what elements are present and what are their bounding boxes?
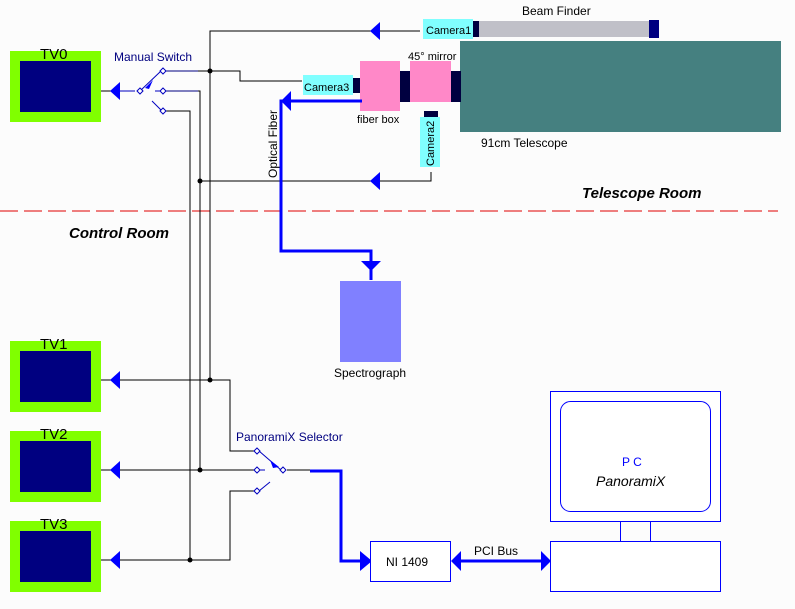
camera3-label: Camera3: [304, 82, 349, 94]
control-room-label: Control Room: [69, 225, 169, 242]
tv0-monitor: TV0: [10, 46, 101, 122]
tv0-label: TV0: [40, 46, 68, 63]
tv2-label: TV2: [40, 426, 68, 443]
ni-1409-label: NI 1409: [386, 555, 428, 569]
beam-finder-label: Beam Finder: [522, 4, 591, 18]
beam-finder-connector: [473, 21, 479, 37]
tv3-monitor: TV3: [10, 516, 101, 592]
mirror-box: [410, 61, 451, 102]
arrow-camera2: [370, 172, 380, 190]
pci-arrow-right: [541, 551, 551, 571]
tv1-label: TV1: [40, 336, 68, 353]
fiberbox-mirror-connector: [400, 71, 410, 102]
spectrograph: [340, 281, 401, 362]
arrow-tv2: [110, 461, 120, 479]
telescope-label: 91cm Telescope: [481, 136, 568, 150]
pci-arrow-left: [451, 551, 461, 571]
pc-software-label: PanoramiX: [596, 473, 666, 489]
camera1: [423, 19, 473, 39]
fiber-box-label: fiber box: [357, 114, 400, 126]
tv2-monitor: TV2: [10, 426, 101, 502]
arrow-fiber-out: [281, 91, 291, 111]
camera3-connector: [353, 78, 360, 93]
arrow-tv3: [110, 551, 120, 569]
pc-label: P C: [622, 455, 642, 469]
optical-fiber: [279, 99, 373, 280]
signal-arrows: [110, 22, 380, 569]
arrow-to-capture-card: [360, 551, 372, 571]
mirror-telescope-connector: [451, 71, 461, 102]
telescope-tube: [460, 41, 781, 132]
camera2-label: Camera2: [425, 121, 437, 166]
panoramix-selector-label: PanoramiX Selector: [236, 430, 343, 444]
optical-fiber-label: Optical Fiber: [266, 110, 280, 178]
video-wiring: [92, 30, 432, 561]
ni-1409-card: [370, 541, 451, 582]
panoramix-selector[interactable]: [253, 447, 287, 495]
beam-finder: [473, 21, 653, 37]
mirror-label: 45° mirror: [408, 51, 457, 63]
beam-finder-lens: [649, 20, 659, 38]
pci-bus-label: PCI Bus: [474, 544, 518, 558]
manual-switch[interactable]: [120, 67, 198, 115]
arrow-to-spectrograph: [361, 261, 381, 271]
tv1-monitor: TV1: [10, 336, 101, 412]
pc-monitor: [550, 391, 721, 542]
camera2: [420, 117, 440, 167]
pc-case: [550, 541, 721, 592]
arrow-tv0: [110, 82, 120, 100]
selector-to-capture-line: [310, 469, 362, 563]
spectrograph-label: Spectrograph: [334, 366, 406, 380]
junction-dots: [187, 68, 213, 563]
fiber-box: [360, 61, 400, 111]
tv3-label: TV3: [40, 516, 68, 533]
arrow-tv1: [110, 371, 120, 389]
arrow-camera1: [370, 22, 380, 40]
camera3: [303, 75, 353, 95]
manual-switch-label: Manual Switch: [114, 50, 192, 64]
telescope-room-label: Telescope Room: [582, 185, 701, 202]
camera2-connector: [424, 111, 438, 118]
camera1-label: Camera1: [426, 25, 471, 37]
